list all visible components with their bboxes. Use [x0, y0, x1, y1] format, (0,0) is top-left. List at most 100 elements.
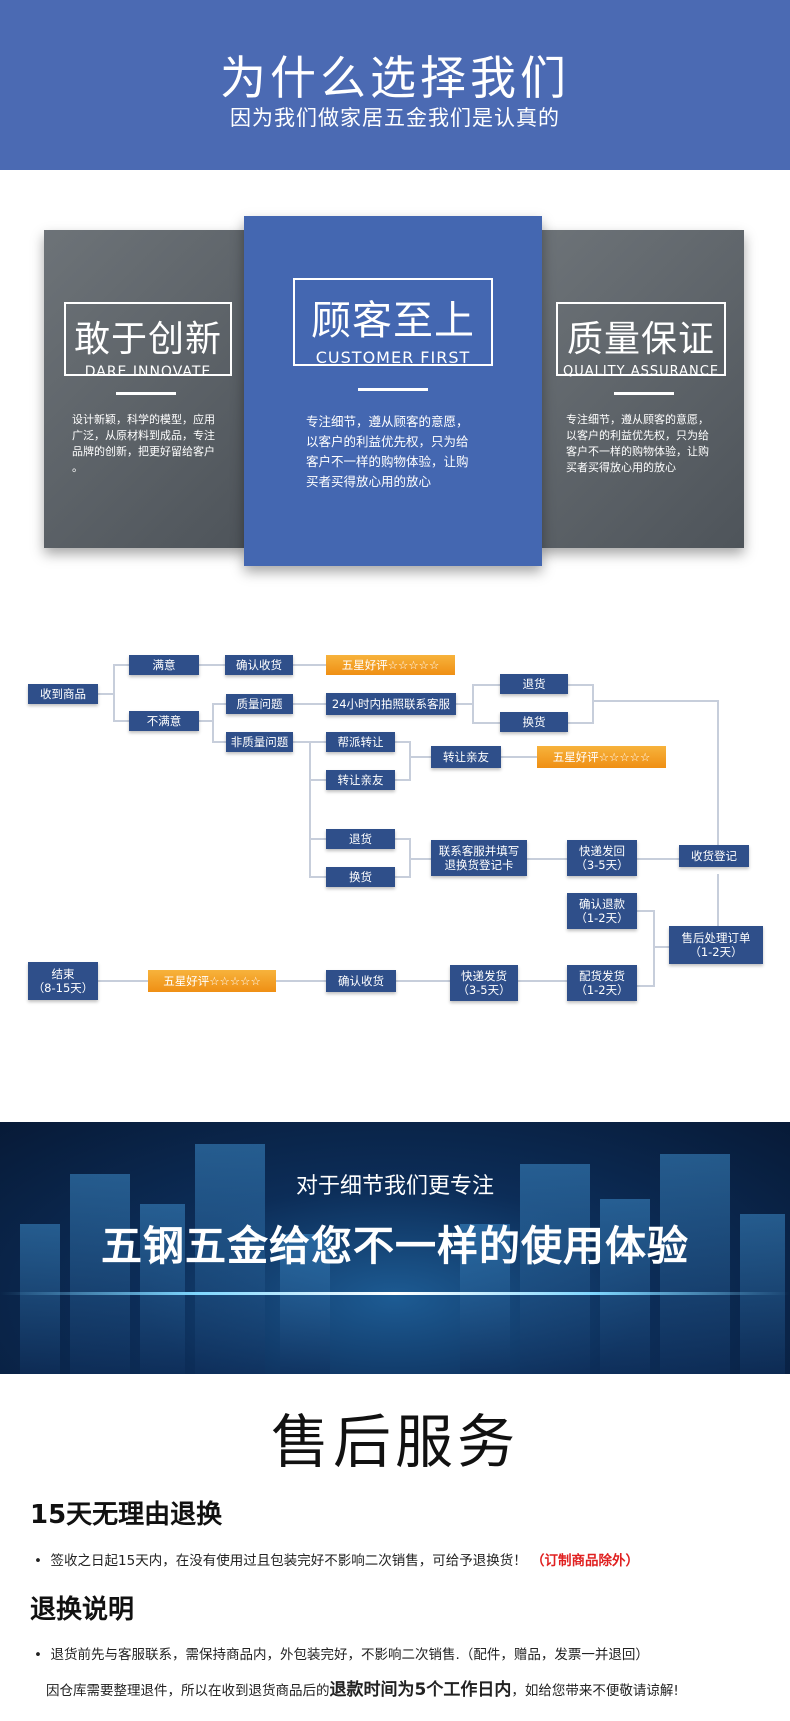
flow-connector — [637, 910, 655, 912]
flow-connector — [472, 722, 500, 724]
card-frame: 顾客至上 CUSTOMER FIRST — [293, 278, 493, 367]
flow-transfer-friend: 转让亲友 — [326, 770, 395, 790]
flow-connector — [409, 741, 411, 781]
card-subtitle: CUSTOMER FIRST — [315, 348, 471, 367]
flow-confirm-receipt: 确认收货 — [225, 655, 293, 675]
flow-connector — [212, 741, 226, 743]
flow-satisfied: 满意 — [129, 655, 199, 675]
card-description: 专注细节，遵从顾客的意愿，以客户的利益优先权，只为给客户不一样的购物体验，让购买… — [306, 414, 469, 489]
flow-connector — [309, 838, 326, 840]
flow-connector — [309, 741, 311, 877]
card-subtitle: QUALITY ASSURANCE — [562, 364, 720, 379]
flow-connector — [592, 700, 719, 702]
flow-unsatisfied: 不满意 — [129, 711, 199, 731]
flow-connector — [395, 741, 411, 743]
card-quality-assurance: 质量保证 QUALITY ASSURANCE 专注细节，遵从顾客的意愿，以客户的… — [538, 230, 744, 548]
flow-connector — [293, 741, 310, 743]
flow-process-order: 售后处理订单（1-2天） — [669, 926, 763, 964]
flow-connector — [276, 980, 326, 982]
section-heading: 退换说明 — [30, 1595, 135, 1625]
card-title: 顾客至上 — [311, 298, 475, 344]
flow-exchange: 换货 — [326, 867, 395, 887]
bullet-item: • 签收之日起15天内，在没有使用过且包装完好不影响二次销售，可给予退换货！ （… — [34, 1553, 640, 1569]
flow-five-star: 五星好评☆☆☆☆☆ — [148, 970, 276, 992]
banner-subtitle: 对于细节我们更专注 — [295, 1174, 494, 1199]
card-subtitle: DARE INNOVATE — [84, 364, 212, 380]
flow-connector — [653, 946, 669, 948]
flow-connector — [293, 664, 326, 666]
card-description: 专注细节，遵从顾客的意愿，以客户的利益优先权，只为给客户不一样的购物体验，让购买… — [566, 413, 709, 474]
flow-ship-back: 快递发回（3-5天） — [567, 840, 637, 876]
flow-non-quality-issue: 非质量问题 — [226, 732, 293, 752]
flow-connector — [409, 756, 431, 758]
card-description: 设计新颖，科学的模型，应用广泛，从原材料到成品，专注品牌的创新，把更好留给客户。 — [72, 413, 215, 474]
flow-quality-issue: 质量问题 — [226, 694, 293, 714]
flow-fill-return-card: 联系客服并填写退换货登记卡 — [431, 840, 527, 876]
flow-connector — [396, 980, 450, 982]
page-subtitle: 因为我们做家居五金我们是认真的 — [230, 106, 560, 130]
flow-connector — [212, 703, 226, 705]
flow-connector — [637, 858, 679, 860]
card-dare-innovate: 敢于创新 DARE INNOVATE 设计新颖，科学的模型，应用广泛，从原材料到… — [44, 230, 248, 548]
city-banner — [0, 1122, 790, 1374]
flow-connector — [199, 664, 225, 666]
card-frame: 质量保证 QUALITY ASSURANCE — [556, 302, 726, 379]
flow-end: 结束（8-15天） — [28, 962, 98, 1000]
flow-connector — [518, 980, 568, 982]
flow-connector — [456, 703, 474, 705]
flow-connector — [472, 684, 500, 686]
page-title: 为什么选择我们 — [220, 51, 570, 105]
flow-receive: 收到商品 — [28, 684, 98, 704]
divider — [614, 392, 674, 395]
flow-return: 退货 — [326, 829, 395, 849]
flow-transfer-friend: 转让亲友 — [431, 746, 501, 768]
flow-connector — [98, 980, 148, 982]
flow-connector — [113, 664, 115, 722]
flow-connector — [212, 703, 214, 743]
divider — [116, 392, 176, 395]
flow-connector — [637, 985, 655, 987]
card-title: 质量保证 — [566, 319, 715, 360]
flow-connector — [113, 664, 129, 666]
flow-help-transfer: 帮派转让 — [326, 732, 395, 752]
flow-connector — [113, 720, 129, 722]
flow-connector — [472, 684, 474, 724]
flow-connector — [717, 700, 719, 852]
flow-connector — [395, 876, 411, 878]
flow-five-star: 五星好评☆☆☆☆☆ — [537, 746, 666, 768]
divider — [358, 388, 428, 391]
flow-return: 退货 — [500, 674, 568, 694]
flow-connector — [592, 684, 594, 724]
after-sale-title: 售后服务 — [270, 1408, 519, 1476]
flow-exchange: 换货 — [500, 712, 568, 732]
flow-register: 收货登记 — [679, 845, 749, 867]
flow-confirm-receipt: 确认收货 — [326, 970, 396, 992]
flow-connector — [409, 858, 431, 860]
flow-connector — [717, 874, 719, 926]
bullet-item: • 退货前先与客服联系，需保持商品内，外包装完好，不影响二次销售.（配件，赠品，… — [34, 1647, 649, 1663]
card-customer-first: 顾客至上 CUSTOMER FIRST 专注细节，遵从顾客的意愿，以客户的利益优… — [244, 216, 542, 566]
flow-connector — [199, 720, 213, 722]
flow-contact-service: 24小时内拍照联系客服 — [326, 693, 456, 715]
banner-title: 五钢五金给您不一样的使用体验 — [101, 1222, 689, 1270]
flow-express: 快递发货（3-5天） — [450, 965, 518, 1001]
flow-dispatch: 配货发货（1-2天） — [567, 965, 637, 1001]
flow-connector — [309, 876, 326, 878]
flow-connector — [309, 779, 326, 781]
card-frame: 敢于创新 DARE INNOVATE — [64, 302, 232, 380]
flow-connector — [309, 741, 326, 743]
flow-connector — [395, 779, 411, 781]
section-heading: 15天无理由退换 — [30, 1500, 223, 1530]
card-title: 敢于创新 — [73, 319, 222, 360]
flow-connector — [293, 703, 326, 705]
flow-connector — [653, 910, 655, 987]
header-banner — [0, 0, 790, 170]
flow-connector — [568, 722, 594, 724]
flow-connector — [395, 838, 411, 840]
flow-confirm-refund: 确认退款（1-2天） — [567, 893, 637, 929]
flow-connector — [501, 756, 537, 758]
return-note: 因仓库需要整理退件，所以在收到退货商品后的退款时间为5个工作日内，如给您带来不便… — [46, 1680, 679, 1700]
flow-connector — [568, 684, 594, 686]
flow-connector — [97, 693, 115, 695]
flow-five-star: 五星好评☆☆☆☆☆ — [326, 655, 455, 675]
